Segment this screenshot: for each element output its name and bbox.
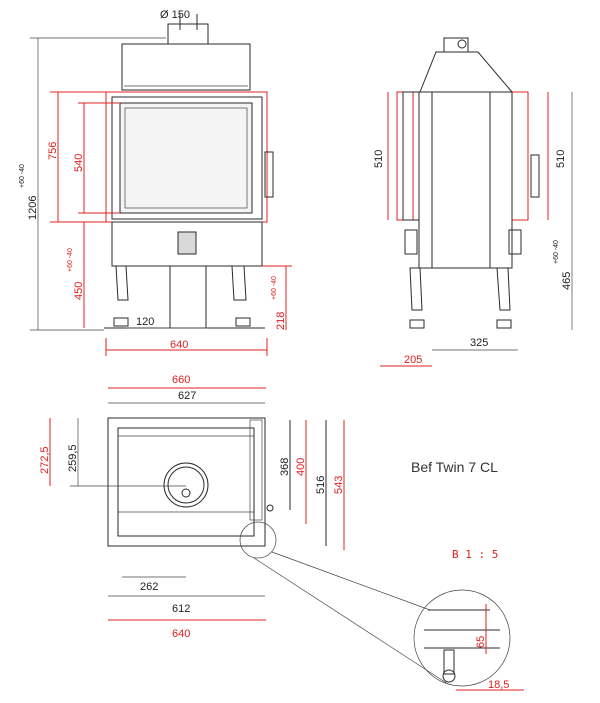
plan-outline <box>107 417 266 547</box>
side-offset-dim: 205 <box>404 354 422 366</box>
model-title: Bef Twin 7 CL <box>411 459 498 475</box>
plan-width-660: 660 <box>172 374 190 386</box>
detail-view: 65 18,5 <box>239 521 524 691</box>
leg-height-dim: 218 <box>275 312 287 330</box>
svg-text:516: 516 <box>315 476 327 494</box>
svg-text:259,5: 259,5 <box>67 444 79 472</box>
door-handle <box>264 151 274 198</box>
svg-text:627: 627 <box>178 390 196 402</box>
svg-text:+60 -40: +60 -40 <box>19 164 26 188</box>
air-control <box>177 231 197 255</box>
detail-marker <box>239 521 277 559</box>
svg-text:+60 -40: +60 -40 <box>271 276 278 300</box>
plan-flue-ring <box>163 462 209 508</box>
svg-text:+60 -40: +60 -40 <box>553 240 560 264</box>
svg-text:368: 368 <box>279 458 291 476</box>
offset-dim: 120 <box>136 316 154 328</box>
svg-text:1206: 1206 <box>27 196 39 220</box>
plan-view: 660 627 272,5 259,5 368 400 516 543 262 … <box>39 374 345 640</box>
flue-diameter-label: Ø 150 <box>160 9 190 21</box>
svg-text:262: 262 <box>140 581 158 593</box>
side-body <box>431 91 491 269</box>
side-flue <box>443 37 469 53</box>
glass-panel <box>119 102 253 214</box>
right-leg <box>231 265 247 301</box>
svg-text:400: 400 <box>295 458 307 476</box>
svg-text:18,5: 18,5 <box>488 679 509 691</box>
svg-text:65: 65 <box>475 636 487 648</box>
side-door-left <box>396 91 414 221</box>
glass-height-dim: 540 <box>73 154 85 172</box>
side-top <box>419 51 513 93</box>
door-height-dim: 756 <box>47 142 59 160</box>
side-base-dim: 465 <box>561 272 573 290</box>
svg-text:510: 510 <box>555 150 567 168</box>
base-height-dim: 450 <box>73 282 85 300</box>
svg-text:+60 -40: +60 -40 <box>67 248 74 272</box>
front-view: Ø 150 1206 +60 -40 756 540 <box>19 9 292 356</box>
front-width-dim: 640 <box>170 339 188 351</box>
svg-text:543: 543 <box>333 476 345 494</box>
side-view: 510 510 465 +60 -40 325 205 <box>373 37 573 367</box>
plan-width-640: 640 <box>172 628 190 640</box>
svg-text:612: 612 <box>172 603 190 615</box>
side-door-right <box>511 91 529 221</box>
detail-circle <box>413 589 511 687</box>
upper-housing <box>121 43 251 91</box>
side-depth-dim: 325 <box>470 337 488 349</box>
svg-text:272,5: 272,5 <box>39 446 51 474</box>
svg-text:510: 510 <box>373 150 385 168</box>
left-leg <box>115 265 129 301</box>
flue-collar <box>167 23 209 45</box>
side-handle <box>530 154 540 198</box>
scale-note: B 1 : 5 <box>452 548 498 561</box>
